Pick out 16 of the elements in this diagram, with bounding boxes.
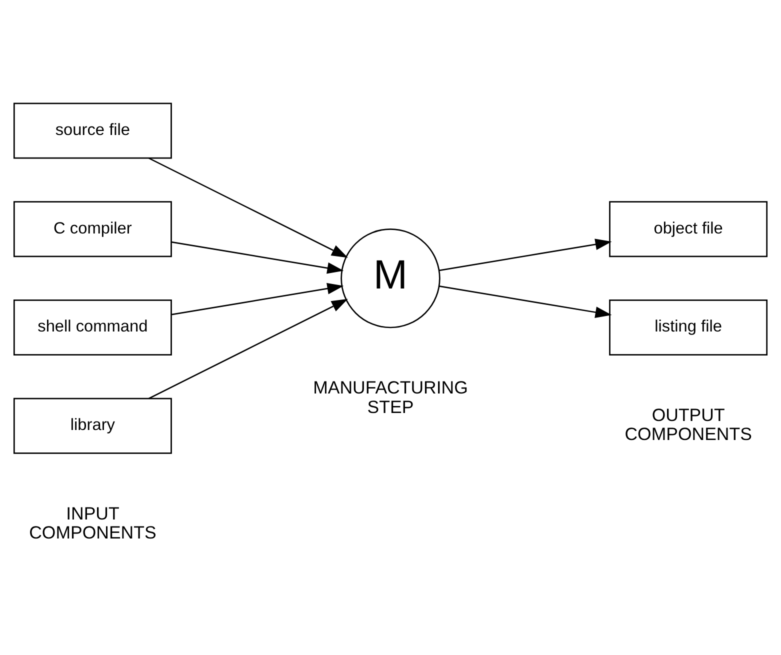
- node-box: C compiler: [13, 201, 172, 258]
- arrow: [439, 238, 612, 272]
- arrow: [148, 158, 348, 258]
- node-circle: M: [340, 228, 440, 328]
- node-box: listing file: [609, 300, 768, 356]
- node-box: source file: [13, 102, 172, 159]
- node-box: shell command: [13, 300, 172, 356]
- label: OUTPUT COMPONENTS: [624, 404, 752, 444]
- label: MANUFACTURING STEP: [313, 378, 468, 417]
- node-box: library: [13, 398, 172, 454]
- arrow: [171, 282, 344, 316]
- arrow: [171, 241, 344, 274]
- arrow: [148, 298, 348, 400]
- node-box: object file: [609, 201, 768, 258]
- label: INPUT COMPONENTS: [29, 503, 156, 542]
- arrow: [439, 286, 612, 318]
